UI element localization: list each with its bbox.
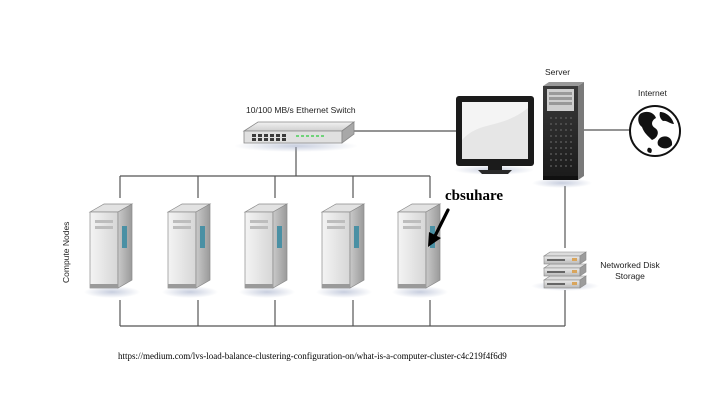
arrow-icon xyxy=(428,208,450,247)
storage-label-line-2: Storage xyxy=(615,271,645,281)
compute-nodes-group xyxy=(84,203,448,298)
internet-label: Internet xyxy=(638,88,667,98)
compute-node-icon xyxy=(316,203,372,298)
disk-storage-icon xyxy=(531,251,599,291)
annotation-label: cbsuhare xyxy=(445,188,504,204)
compute-node-icon xyxy=(392,203,448,298)
switch-label: 10/100 MB/s Ethernet Switch xyxy=(246,105,356,115)
globe-icon xyxy=(629,105,681,157)
source-url: https://medium.com/lvs-load-balance-clus… xyxy=(118,351,507,361)
compute-node-icon xyxy=(162,203,218,298)
ethernet-switch-icon xyxy=(234,121,358,152)
storage-label-line-1: Networked Disk xyxy=(600,260,660,270)
server-tower-icon xyxy=(532,82,592,188)
monitor-icon xyxy=(454,96,534,175)
compute-nodes-label: Compute Nodes xyxy=(61,221,71,283)
compute-node-icon xyxy=(84,203,140,298)
server-label: Server xyxy=(545,67,571,77)
compute-node-icon xyxy=(239,203,295,298)
storage-label: Networked Disk Storage xyxy=(592,260,668,282)
network-connections xyxy=(119,129,630,327)
